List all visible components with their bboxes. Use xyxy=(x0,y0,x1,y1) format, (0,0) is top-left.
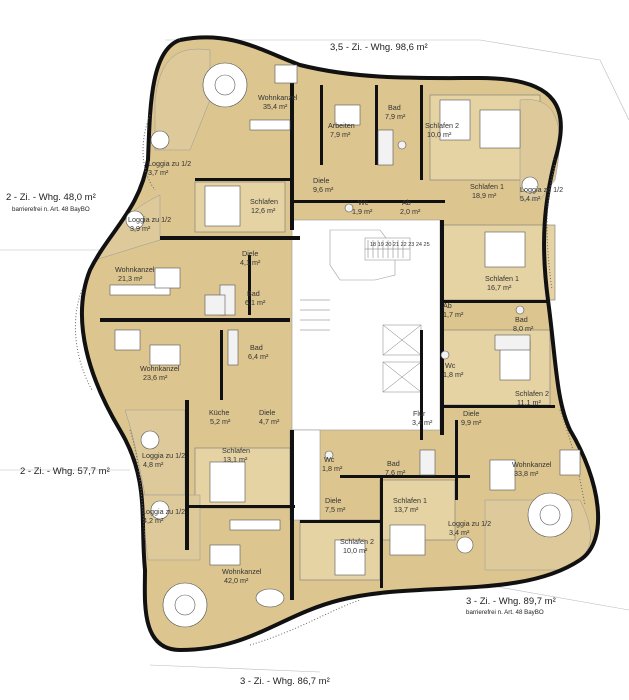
room-name: Wc xyxy=(324,455,335,464)
room-area: 16,7 m² xyxy=(487,283,512,292)
room-name: Loggia zu 1/2 xyxy=(142,451,185,460)
room-name: Arbeiten xyxy=(328,121,355,130)
room-name: Schlafen 1 xyxy=(485,274,519,283)
room-area: 7,5 m² xyxy=(325,505,346,514)
room-area: 3,4 m² xyxy=(412,418,433,427)
room-name: Bad xyxy=(387,459,400,468)
room-name: Wohnkanzel xyxy=(258,93,298,102)
room-area: 42,0 m² xyxy=(224,576,249,585)
room-name: Bad xyxy=(250,343,263,352)
room-name: Bad xyxy=(515,315,528,324)
glass-facades xyxy=(74,114,586,646)
room-name: Bad xyxy=(388,103,401,112)
room-area: 4,2 m² xyxy=(143,516,164,525)
stair-step-numbers: 18 19 20 21 22 23 24 25 xyxy=(370,242,430,248)
room-name: Diele xyxy=(259,408,275,417)
room-area: 3,4 m² xyxy=(449,528,470,537)
room-name: Loggia zu 1/2 xyxy=(448,519,491,528)
room-area: 1,7 m² xyxy=(443,310,464,319)
room-area: 33,8 m² xyxy=(514,469,539,478)
room-name: Loggia zu 1/2 xyxy=(520,185,563,194)
room-area: 18,9 m² xyxy=(472,191,497,200)
unit-east-subtitle: barrierefrei n. Art. 48 BayBO xyxy=(466,609,544,616)
room-name: Wohnkanzel xyxy=(222,567,262,576)
room-area: 3,9 m² xyxy=(130,224,151,233)
room-area: 10,0 m² xyxy=(427,130,452,139)
room-name: Bad xyxy=(247,289,260,298)
room-area: 9,6 m² xyxy=(313,185,334,194)
room-name: Schlafen xyxy=(250,197,278,206)
room-name: Wohnkanzel xyxy=(512,460,552,469)
sanitary-fixtures xyxy=(204,129,531,476)
room-name: Diele xyxy=(242,249,258,258)
room-area: 6,1 m² xyxy=(245,298,266,307)
room-area: 6,4 m² xyxy=(248,352,269,361)
room-area: 8,0 m² xyxy=(513,324,534,333)
room-name: Wc xyxy=(445,361,456,370)
room-name: Diele xyxy=(313,176,329,185)
room-name: Schlafen 1 xyxy=(470,182,504,191)
room-name: Schlafen 1 xyxy=(393,496,427,505)
unit-west-lower-title: 2 - Zi. - Whg. 57,7 m² xyxy=(20,466,110,477)
room-area: 5,4 m² xyxy=(520,194,541,203)
room-name: Loggia zu 1/2 xyxy=(142,507,185,516)
room-name: Ab xyxy=(402,198,411,207)
room-area: 7,9 m² xyxy=(330,130,351,139)
room-area: 21,3 m² xyxy=(118,274,143,283)
room-area: 4,1 m² xyxy=(240,258,261,267)
room-area: 9,9 m² xyxy=(461,418,482,427)
room-area: 35,4 m² xyxy=(263,102,288,111)
stair-core: 18 19 20 21 22 23 24 25 xyxy=(289,219,441,521)
room-area: 13,1 m² xyxy=(223,455,248,464)
room-area: 1,9 m² xyxy=(352,207,373,216)
room-name: Schlafen 2 xyxy=(515,389,549,398)
room-area: 23,6 m² xyxy=(143,373,168,382)
unit-south-title: 3 - Zi. - Whg. 86,7 m² xyxy=(240,676,330,687)
unit-west-upper-title: 2 - Zi. - Whg. 48,0 m² xyxy=(6,192,96,203)
room-area: 3,7 m² xyxy=(148,168,169,177)
room-name: Diele xyxy=(463,409,479,418)
room-area: 5,2 m² xyxy=(210,417,231,426)
room-name: Wohnkanzel xyxy=(140,364,180,373)
unit-labels: 3,5 - Zi. - Whg. 98,6 m² 2 - Zi. - Whg. … xyxy=(6,42,556,687)
unit-north-title: 3,5 - Zi. - Whg. 98,6 m² xyxy=(330,42,428,53)
room-area: 4,7 m² xyxy=(259,417,280,426)
room-area: 4,8 m² xyxy=(143,460,164,469)
room-name: Wc xyxy=(358,198,369,207)
room-area: 1,8 m² xyxy=(322,464,343,473)
room-area: 10,0 m² xyxy=(343,546,368,555)
furniture xyxy=(109,62,581,628)
room-area: 1,8 m² xyxy=(443,370,464,379)
room-name: Wohnkanzel xyxy=(115,265,155,274)
room-name: Loggia zu 1/2 xyxy=(148,159,191,168)
room-name: Schlafen xyxy=(222,446,250,455)
room-name: Diele xyxy=(325,496,341,505)
room-area: 2,0 m² xyxy=(400,207,421,216)
room-name: Ab xyxy=(443,301,452,310)
room-name: Küche xyxy=(209,408,229,417)
room-name: Schlafen 2 xyxy=(425,121,459,130)
room-labels: Wohnkanzel 35,4 m² Arbeiten 7,9 m² Bad 7… xyxy=(115,93,563,585)
room-area: 7,6 m² xyxy=(385,468,406,477)
room-area: 11,1 m² xyxy=(517,398,541,407)
unit-east-title: 3 - Zi. - Whg. 89,7 m² xyxy=(466,596,556,607)
room-area: 13,7 m² xyxy=(394,505,419,514)
walls xyxy=(79,35,601,652)
room-name: Loggia zu 1/2 xyxy=(128,215,171,224)
room-area: 7,9 m² xyxy=(385,112,406,121)
room-name: Schlafen 2 xyxy=(340,537,374,546)
room-area: 12,6 m² xyxy=(251,206,276,215)
unit-west-upper-subtitle: barrierefrei n. Art. 48 BayBO xyxy=(12,206,90,213)
room-name: Flur xyxy=(413,409,426,418)
